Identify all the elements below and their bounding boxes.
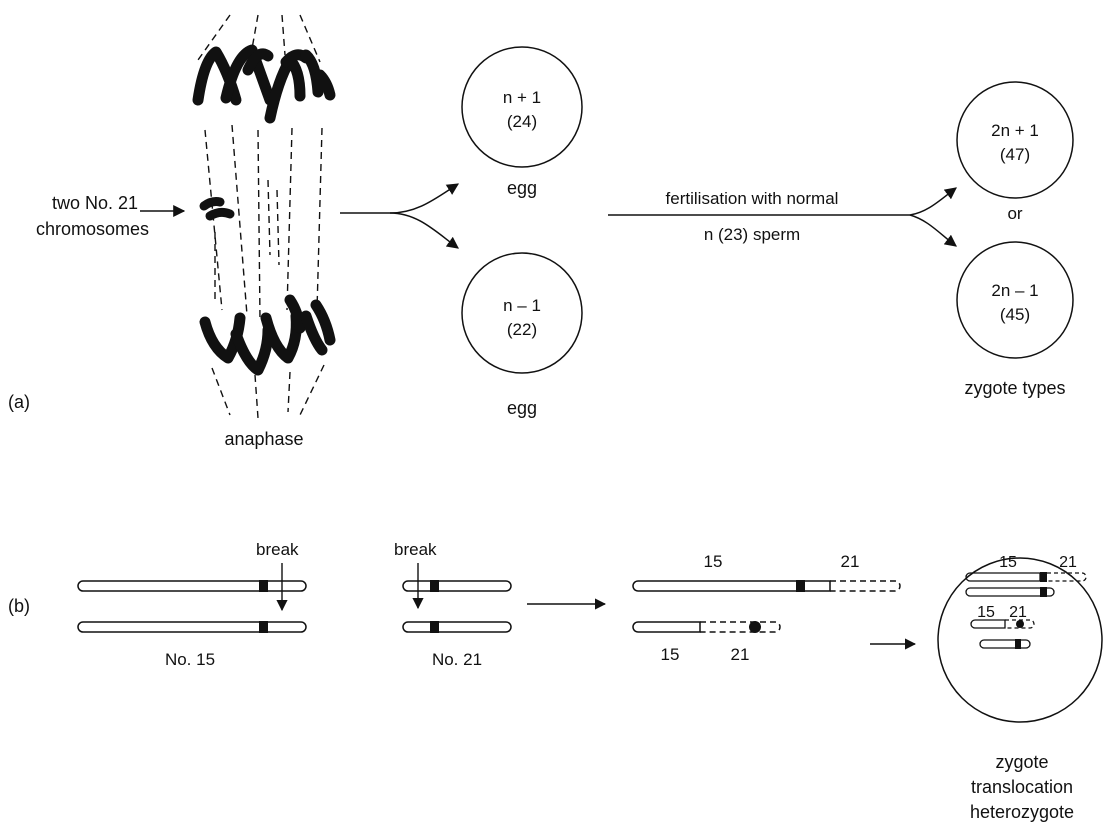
label-15-top: 15: [704, 552, 723, 571]
fertilisation-line-2: n (23) sperm: [704, 225, 800, 244]
translocated-chromosomes: [633, 580, 900, 633]
zygote-2n-plus-1: 2n + 1 (47): [957, 82, 1073, 198]
part-b-label: (b): [8, 596, 30, 616]
result-caption-3: heterozygote: [970, 802, 1074, 822]
svg-text:(22): (22): [507, 320, 537, 339]
break-label-15: break: [256, 540, 299, 559]
chromosomes-top: [198, 50, 330, 118]
svg-text:21: 21: [1009, 604, 1027, 621]
part-a: (a) two No. 21 chromosomes: [8, 15, 1073, 449]
result-caption-1: zygote: [995, 752, 1048, 772]
zygote-types-label: zygote types: [964, 378, 1065, 398]
split-arrow-eggs: [340, 184, 458, 248]
result-caption-2: translocation: [971, 777, 1073, 797]
label-21-bottom: 21: [731, 645, 750, 664]
svg-text:egg: egg: [507, 398, 537, 418]
no21-chromosomes: [204, 202, 230, 217]
svg-text:15: 15: [977, 604, 995, 621]
svg-text:2n – 1: 2n – 1: [991, 281, 1038, 300]
svg-text:n – 1: n – 1: [503, 296, 541, 315]
no21-caption: No. 21: [432, 650, 482, 669]
svg-text:2n + 1: 2n + 1: [991, 121, 1039, 140]
fertilisation-line-1: fertilisation with normal: [666, 189, 839, 208]
part-b: (b) break No. 15 break No. 21: [8, 540, 1102, 822]
egg-n-minus-1: n – 1 (22) egg: [462, 253, 582, 418]
annotation-line-2: chromosomes: [36, 219, 149, 239]
svg-text:(47): (47): [1000, 145, 1030, 164]
svg-text:n + 1: n + 1: [503, 88, 541, 107]
part-a-label: (a): [8, 392, 30, 412]
break-label-21: break: [394, 540, 437, 559]
no15-chromosome-pair: [78, 580, 306, 633]
svg-text:egg: egg: [507, 178, 537, 198]
label-21-top: 21: [841, 552, 860, 571]
svg-text:21: 21: [1059, 554, 1077, 571]
annotation-line-1: two No. 21: [52, 193, 138, 213]
anaphase-label: anaphase: [224, 429, 303, 449]
no15-caption: No. 15: [165, 650, 215, 669]
no21-chromosome-pair: [403, 580, 511, 633]
label-15-bottom: 15: [661, 645, 680, 664]
chromosomes-bottom: [205, 300, 330, 370]
heterozygote-zygote: 15 21 15 21: [938, 554, 1102, 722]
or-label: or: [1007, 204, 1022, 223]
zygote-2n-minus-1: 2n – 1 (45): [957, 242, 1073, 358]
egg-n-plus-1: n + 1 (24) egg: [462, 47, 582, 198]
svg-text:15: 15: [999, 554, 1017, 571]
svg-text:(45): (45): [1000, 305, 1030, 324]
svg-text:(24): (24): [507, 112, 537, 131]
